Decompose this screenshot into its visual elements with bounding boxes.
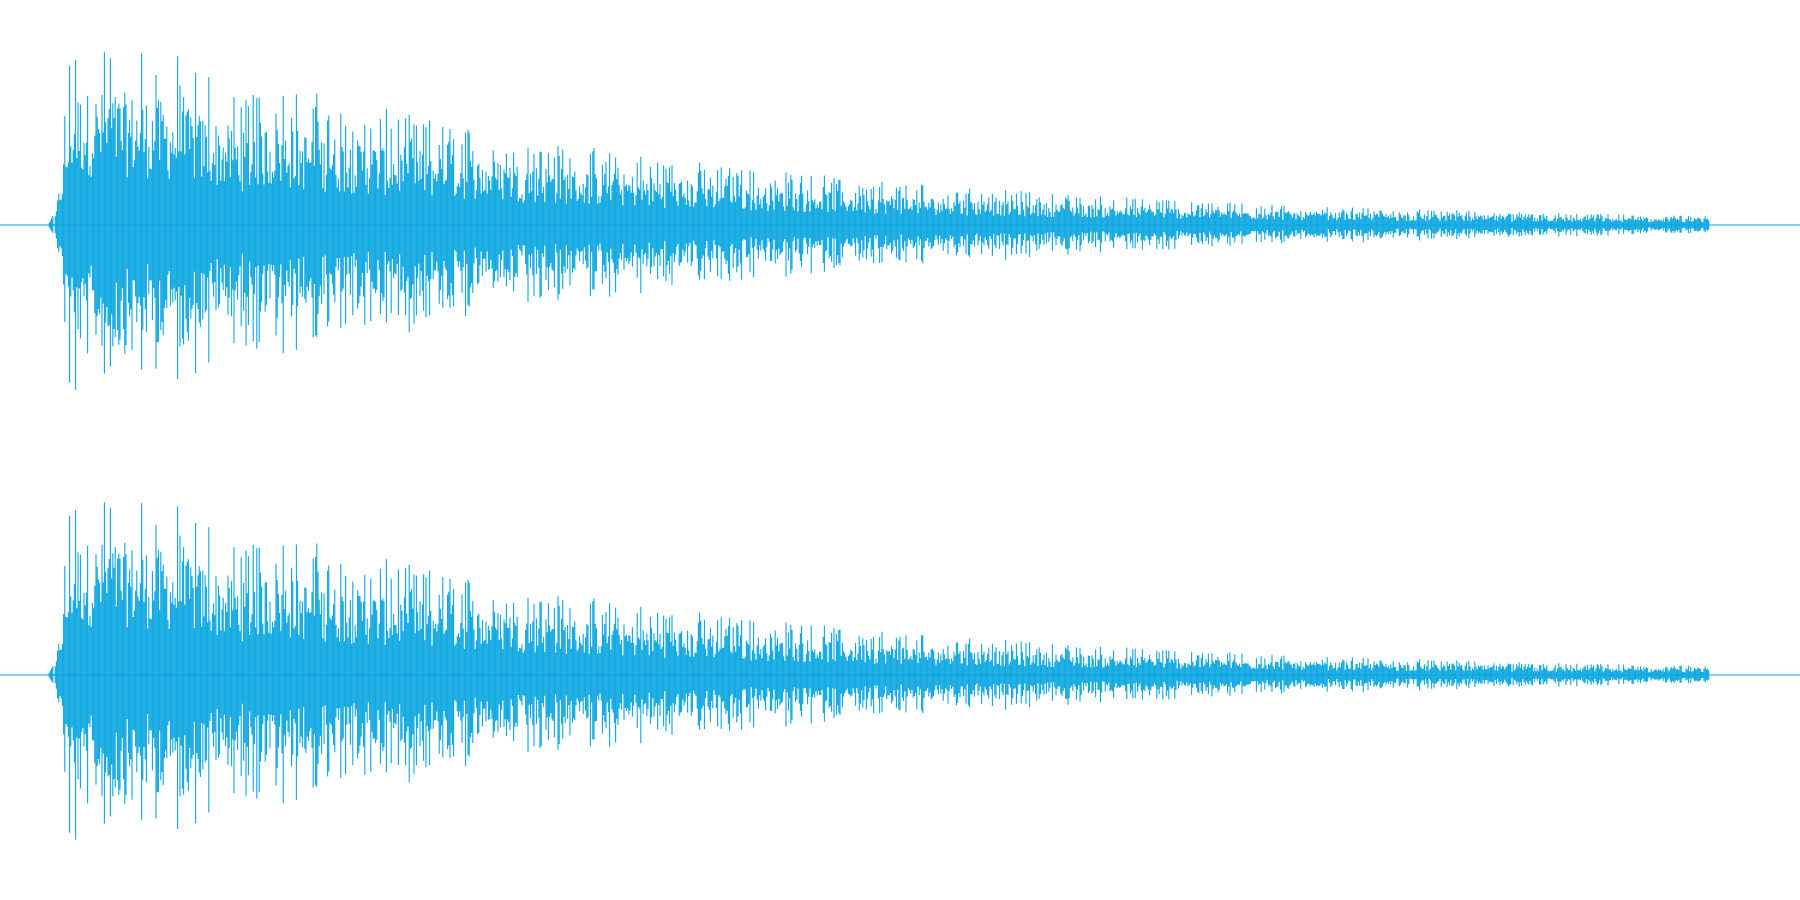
channel-1-samples (48, 52, 1710, 390)
channel-1-waveform (0, 52, 1800, 390)
channel-2-samples (48, 502, 1710, 840)
channel-2-waveform (0, 502, 1800, 840)
